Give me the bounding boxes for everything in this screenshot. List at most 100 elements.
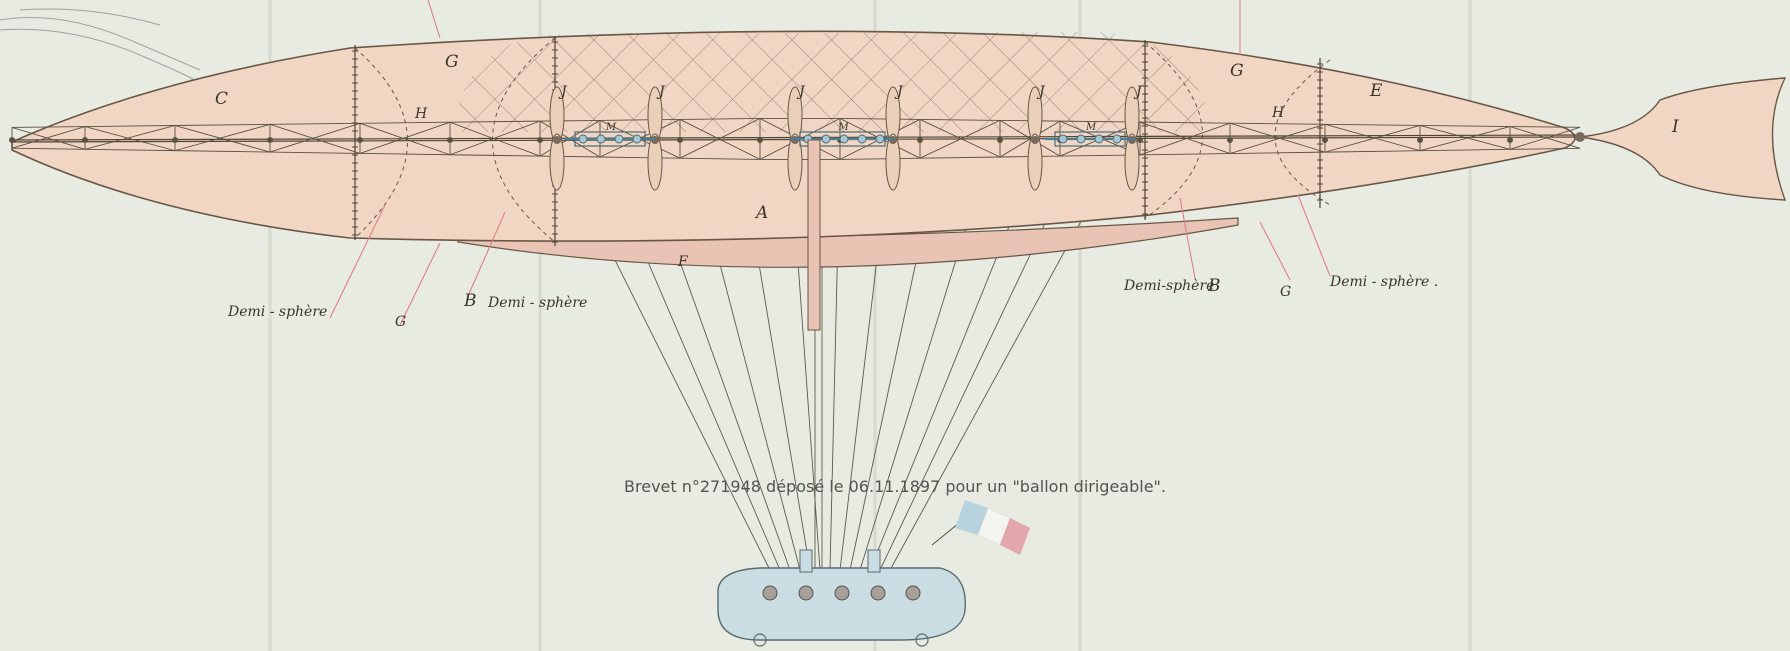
truss-node bbox=[1322, 137, 1328, 143]
truss-diagonal bbox=[1139, 121, 1231, 154]
truss-node bbox=[537, 137, 543, 143]
label-J: J bbox=[656, 84, 666, 100]
gondola-portholes bbox=[762, 585, 921, 601]
truss-node bbox=[757, 137, 763, 143]
truss-node bbox=[1507, 137, 1513, 143]
label-G-top-left: G bbox=[445, 52, 459, 72]
truss-diagonal bbox=[919, 119, 1001, 158]
truss-diagonal bbox=[269, 122, 361, 153]
motor-cylinder bbox=[614, 134, 624, 144]
label-J: J bbox=[796, 84, 806, 100]
central-mast bbox=[807, 139, 821, 331]
propellers bbox=[549, 86, 1140, 191]
gondola-wheels bbox=[753, 633, 929, 647]
tail-rudder-I bbox=[1579, 77, 1787, 201]
porthole bbox=[762, 585, 778, 601]
truss-diagonal bbox=[1419, 125, 1511, 150]
motor-cylinder bbox=[1112, 134, 1122, 144]
truss-diagonal bbox=[679, 119, 761, 160]
propeller-hub bbox=[553, 136, 561, 144]
porthole bbox=[798, 585, 814, 601]
label-B-right: B bbox=[1207, 276, 1221, 296]
truss-node bbox=[447, 137, 453, 143]
motor-cylinder bbox=[857, 134, 867, 144]
truss-node bbox=[267, 137, 273, 143]
truss-diagonal bbox=[11, 126, 86, 149]
leader-lines bbox=[329, 0, 1331, 326]
label-demi-sphere-B-left: Demi - sphère bbox=[487, 295, 587, 311]
propeller-blade bbox=[647, 133, 663, 191]
truss-diagonal bbox=[84, 125, 176, 150]
truss-diagonal bbox=[1419, 126, 1511, 152]
label-G-bottom-left: G bbox=[395, 314, 406, 330]
label-demi-sphere-right: Demi - sphère . bbox=[1329, 274, 1438, 290]
truss-diagonal bbox=[1509, 126, 1581, 150]
label-H-left: H bbox=[414, 106, 428, 122]
truss-diagonal bbox=[1324, 123, 1421, 152]
truss-node bbox=[172, 137, 178, 143]
gondola-posts bbox=[799, 549, 881, 573]
french-flag bbox=[931, 500, 1030, 555]
propeller-blade bbox=[885, 133, 901, 191]
truss-diagonal bbox=[919, 119, 1001, 159]
label-M: M bbox=[605, 122, 617, 133]
porthole bbox=[834, 585, 850, 601]
propeller-hub bbox=[1031, 136, 1039, 144]
motor-cylinder bbox=[596, 134, 606, 144]
truss-diagonal bbox=[999, 120, 1061, 158]
truss-diagonal bbox=[174, 123, 271, 152]
truss-diagonal bbox=[1229, 123, 1326, 154]
motor-cylinder bbox=[578, 134, 588, 144]
truss-node bbox=[677, 137, 683, 143]
porthole bbox=[870, 585, 886, 601]
truss-diagonal bbox=[1139, 122, 1231, 156]
label-J: J bbox=[1036, 84, 1046, 100]
truss-diagonal bbox=[449, 120, 541, 156]
label-G-bottom-right: G bbox=[1280, 284, 1291, 300]
truss-diagonal bbox=[174, 125, 271, 153]
truss-diagonal bbox=[84, 126, 176, 152]
tail-pivot bbox=[1575, 132, 1585, 142]
label-B-left: B bbox=[463, 291, 477, 311]
pencil-scribble bbox=[0, 8, 201, 82]
truss-node bbox=[82, 137, 88, 143]
truss-node bbox=[357, 137, 363, 143]
motor-cylinder bbox=[632, 134, 642, 144]
motor-cylinder bbox=[1058, 134, 1068, 144]
truss-diagonal bbox=[1324, 125, 1421, 153]
motor-cylinder bbox=[1094, 134, 1104, 144]
truss-diagonal bbox=[11, 127, 86, 150]
label-G-top-right: G bbox=[1230, 61, 1244, 81]
porthole bbox=[905, 585, 921, 601]
truss-node bbox=[1137, 137, 1143, 143]
truss-node bbox=[917, 137, 923, 143]
label-demi-sphere-left: Demi - sphère bbox=[227, 304, 327, 320]
label-E: E bbox=[1369, 81, 1383, 101]
net-mesh bbox=[455, 32, 1210, 132]
truss-node bbox=[1227, 137, 1233, 143]
label-M: M bbox=[1085, 122, 1097, 133]
label-I: I bbox=[1671, 117, 1679, 137]
truss-diagonal bbox=[1229, 122, 1326, 153]
motor-cylinder bbox=[821, 134, 831, 144]
gondola bbox=[717, 567, 966, 641]
propeller-blade bbox=[787, 133, 803, 191]
motor-cylinder bbox=[839, 134, 849, 144]
truss-diagonal bbox=[269, 123, 361, 154]
patent-caption: Brevet n°271948 déposé le 06.11.1897 pou… bbox=[624, 477, 1166, 496]
label-J: J bbox=[894, 84, 904, 100]
label-demi-sphere-B-right: Demi-sphère bbox=[1123, 278, 1214, 294]
truss-node bbox=[997, 137, 1003, 143]
propeller-blade bbox=[1027, 133, 1043, 191]
motor-cylinder bbox=[875, 134, 885, 144]
propeller-blade bbox=[1124, 133, 1140, 191]
motor-cylinder bbox=[1076, 134, 1086, 144]
label-H-right: H bbox=[1271, 105, 1285, 121]
truss-diagonal bbox=[359, 121, 451, 154]
truss-diagonal bbox=[359, 122, 451, 156]
truss-diagonal bbox=[999, 120, 1061, 157]
